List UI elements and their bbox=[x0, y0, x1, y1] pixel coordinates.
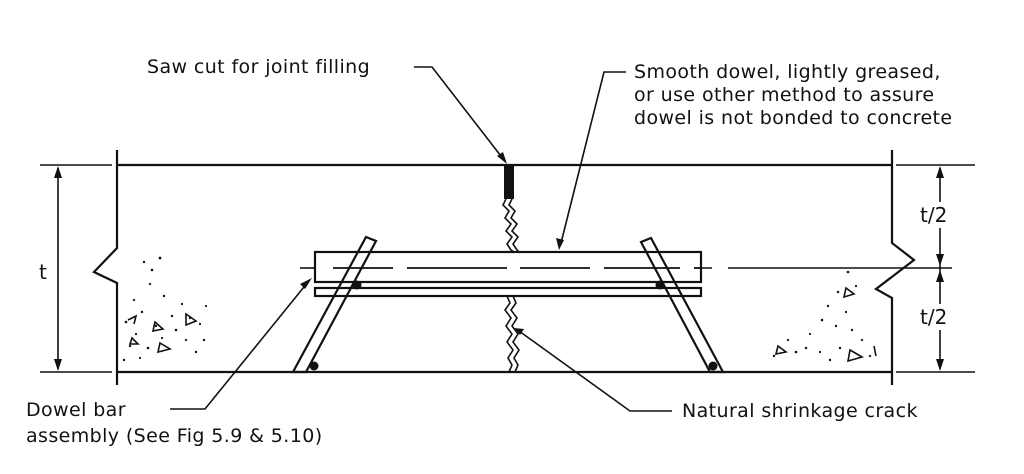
aggregate-right-stones bbox=[774, 286, 877, 363]
leader-saw-cut bbox=[414, 66, 507, 164]
left-lower-wire bbox=[309, 361, 319, 371]
aggregate-left-stones bbox=[127, 312, 198, 354]
right-lower-wire bbox=[708, 361, 718, 371]
smooth-dowel-label-line3: dowel is not bonded to concrete bbox=[634, 107, 952, 129]
right-chair-leg bbox=[639, 236, 725, 374]
support-rail bbox=[313, 286, 703, 298]
saw-cut bbox=[504, 165, 514, 199]
dowel-bar-assembly bbox=[291, 235, 725, 374]
right-upper-wire bbox=[655, 280, 665, 290]
upper-half-label: t/2 bbox=[920, 203, 947, 227]
aggregate-right bbox=[772, 270, 872, 362]
leader-smooth-dowel bbox=[556, 71, 626, 250]
left-chair-leg bbox=[291, 235, 378, 374]
thickness-label: t bbox=[39, 260, 47, 284]
left-upper-wire bbox=[352, 280, 362, 290]
smooth-dowel-label-line1: Smooth dowel, lightly greased, bbox=[634, 61, 941, 83]
dowel-assembly-label-line2: assembly (See Fig 5.9 & 5.10) bbox=[26, 425, 323, 447]
aggregate-left bbox=[122, 256, 208, 362]
right-break-line bbox=[874, 150, 916, 385]
shrinkage-crack-label: Natural shrinkage crack bbox=[682, 400, 918, 422]
leader-shrinkage-crack bbox=[514, 328, 672, 412]
crack-lower bbox=[504, 295, 514, 373]
crack-upper bbox=[502, 198, 515, 253]
left-break-line bbox=[92, 150, 119, 385]
saw-cut-label: Saw cut for joint filling bbox=[147, 56, 370, 78]
smooth-dowel-label-line2: or use other method to assure bbox=[634, 84, 935, 106]
dimension-t bbox=[40, 164, 112, 373]
lower-half-label: t/2 bbox=[920, 305, 947, 329]
dowel-assembly-label-line1: Dowel bar bbox=[26, 399, 126, 421]
smooth-dowel-bar bbox=[313, 250, 703, 284]
leader-dowel-assembly bbox=[170, 278, 312, 410]
